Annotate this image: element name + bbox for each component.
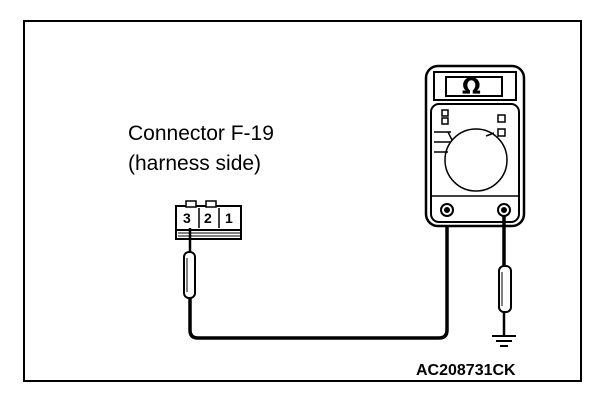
connector-subtitle: (harness side) — [128, 152, 262, 175]
connector-title: Connector F-19 — [128, 122, 274, 145]
connector-f19 — [175, 200, 242, 240]
connector-pin-3: 3 — [183, 210, 191, 226]
connector-pin-1: 1 — [225, 210, 233, 226]
multimeter — [424, 64, 526, 228]
test-lead-wire — [188, 212, 449, 340]
ground-icon — [492, 335, 516, 347]
probe-right — [498, 216, 512, 336]
figure-code: AC208731CK — [416, 362, 516, 379]
connector-pin-2: 2 — [204, 210, 212, 226]
ohm-symbol: Ω — [462, 75, 481, 100]
